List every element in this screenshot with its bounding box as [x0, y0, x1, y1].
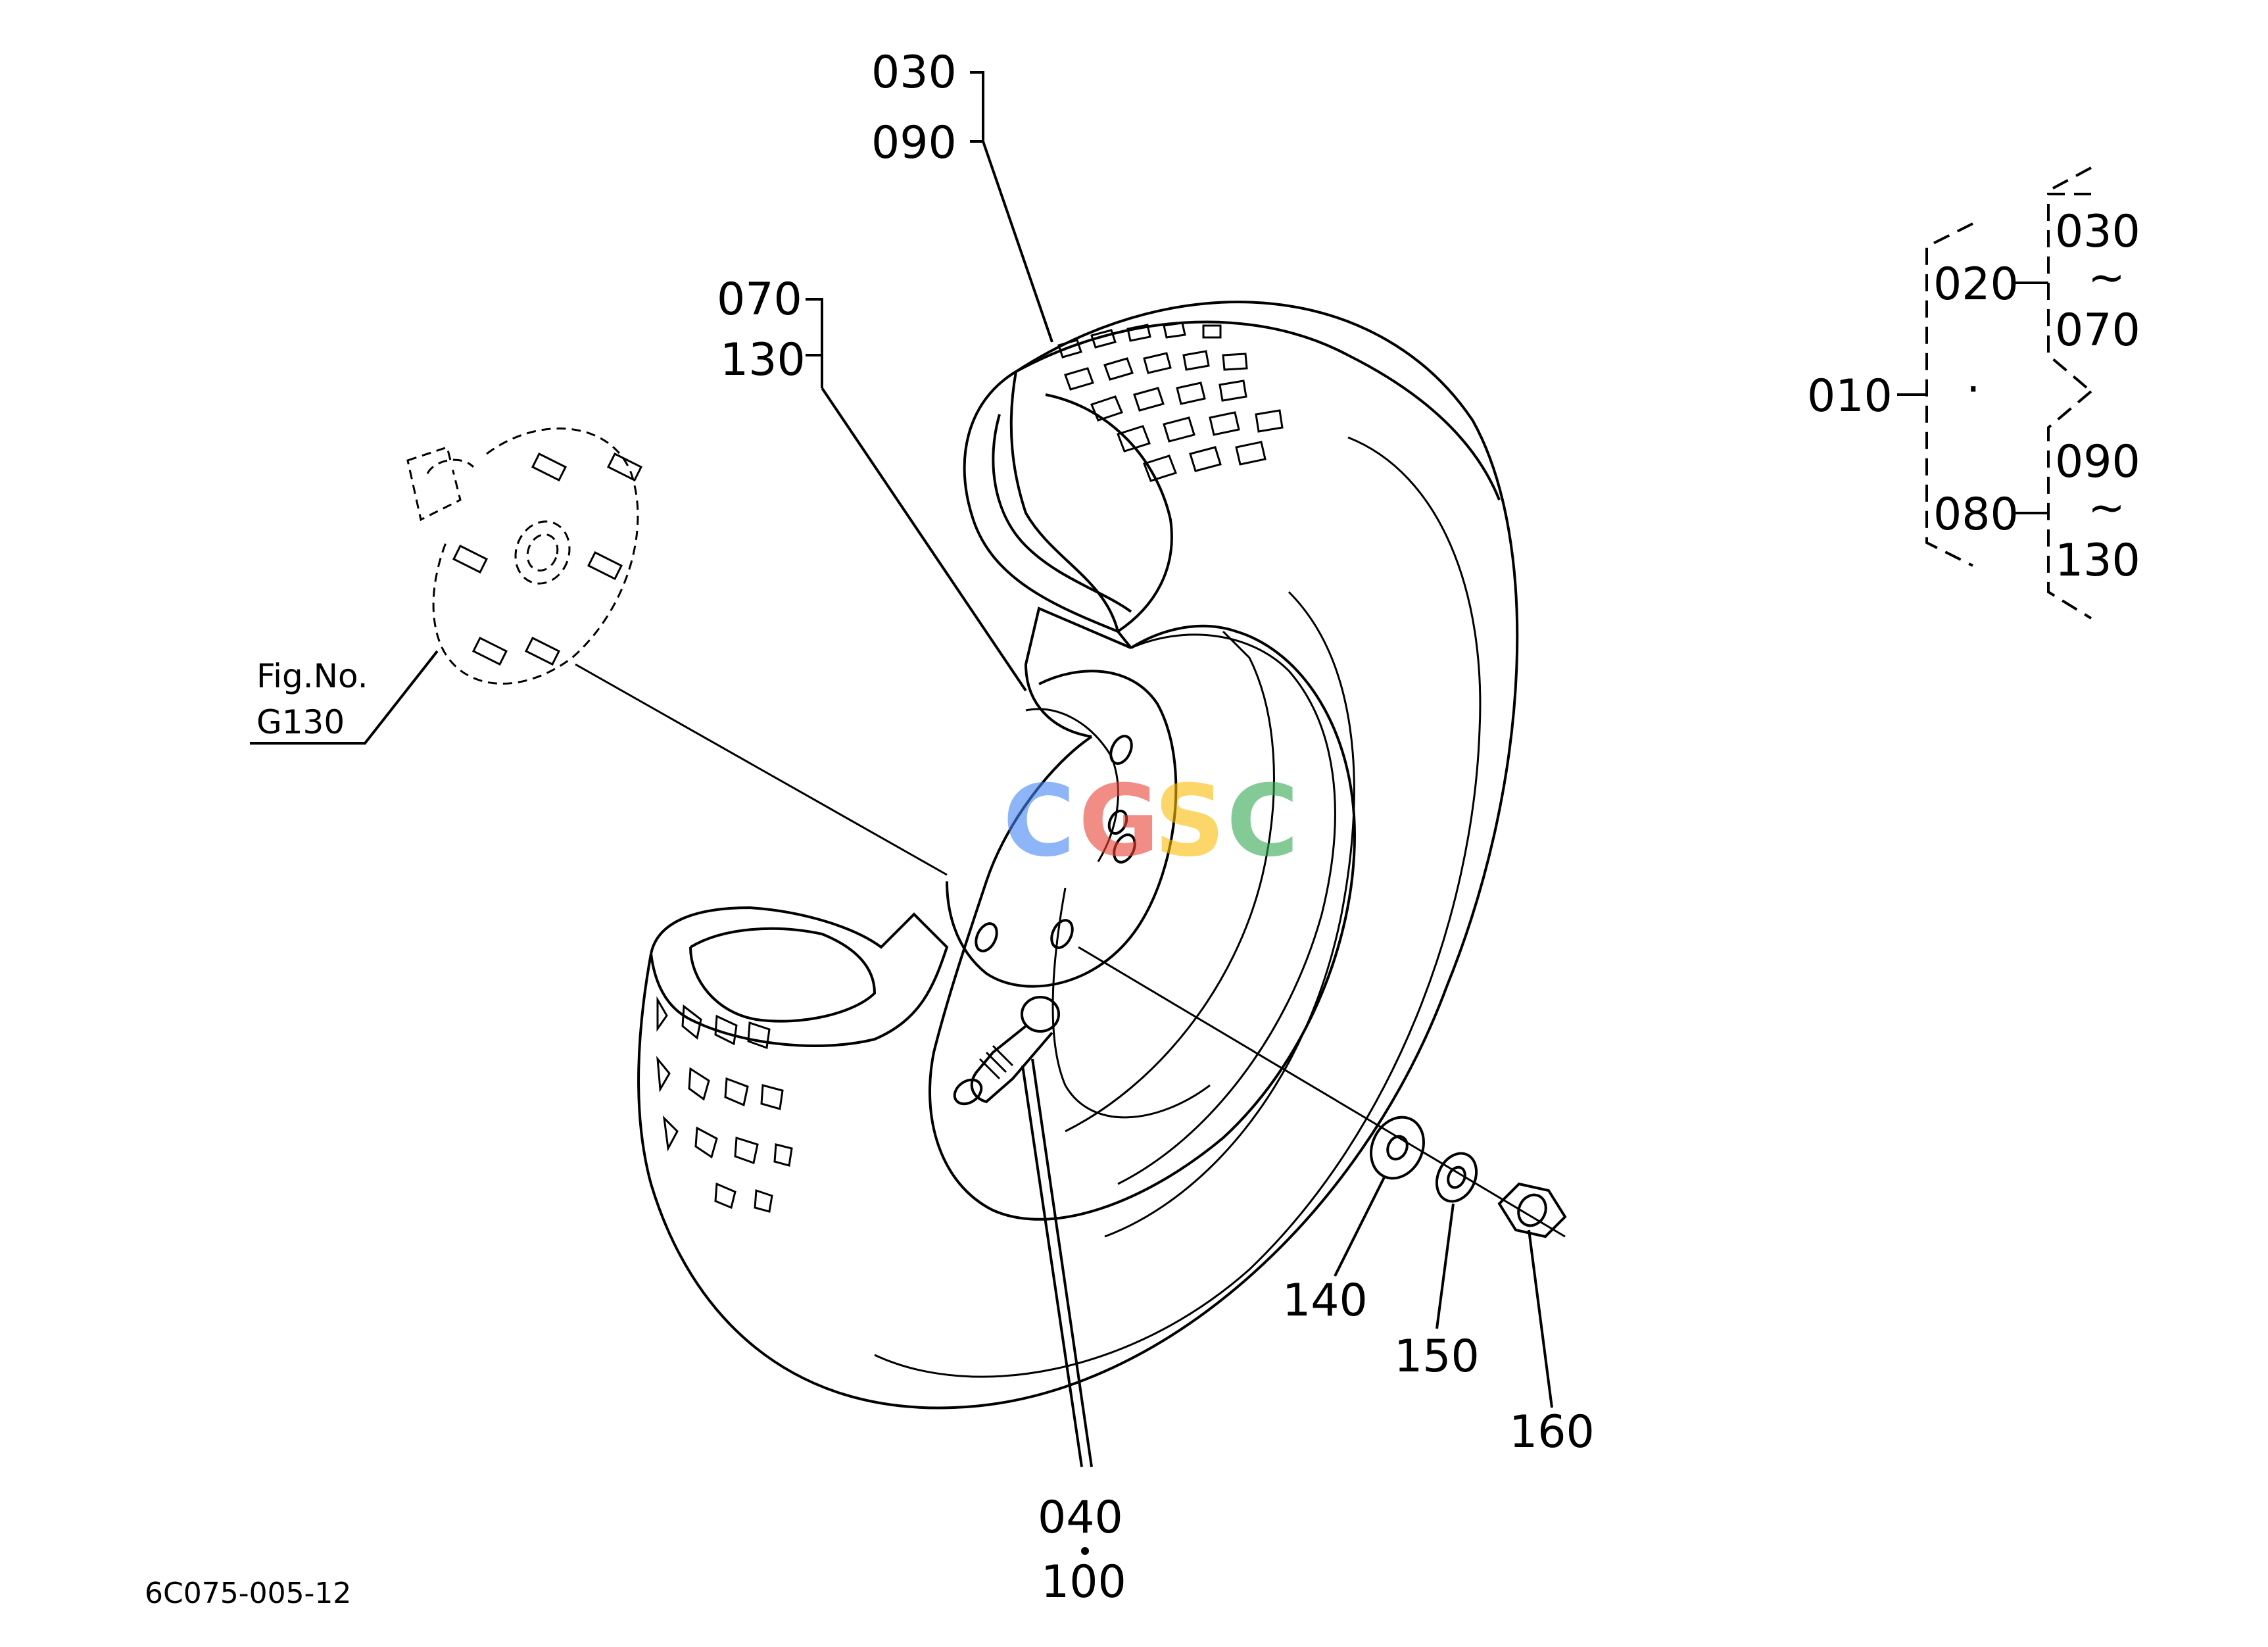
tree-sub-a-from: 030 — [2055, 206, 2140, 258]
assembly-tree — [1897, 166, 2092, 620]
drawing-code: 6C075-005-12 — [145, 1577, 351, 1610]
callout-labels: 030 090 070 130 040 100 140 150 160 — [717, 47, 1595, 1608]
tread-top — [1057, 322, 1284, 482]
fig-ref-line1: Fig.No. — [256, 657, 368, 695]
tree-sub-b-from: 090 — [2055, 436, 2140, 488]
tree-dot: · — [1966, 364, 1981, 416]
callout-090: 090 — [871, 117, 957, 169]
callout-160: 160 — [1509, 1406, 1595, 1458]
tree-root: 010 — [1807, 370, 1893, 422]
rim — [929, 624, 1357, 1221]
callout-100: 100 — [1041, 1556, 1126, 1608]
callout-140: 140 — [1282, 1275, 1368, 1327]
hub-studs — [452, 452, 643, 666]
tread-bottom — [656, 996, 793, 1213]
watermark-letter-4: C — [1226, 764, 1299, 879]
callout-030: 030 — [871, 47, 957, 99]
tree-sub-b-tilde: ~ — [2088, 482, 2125, 534]
figure-reference: Fig.No. G130 — [256, 657, 368, 741]
hub-assembly — [406, 427, 643, 685]
hardware — [575, 663, 1567, 1239]
callout-150: 150 — [1394, 1331, 1480, 1383]
assembly-tree-labels: 010 · 020 030 ~ 070 080 090 ~ 130 — [1807, 206, 2140, 587]
tree-sub-b-to: 130 — [2055, 535, 2140, 587]
callout-040: 040 — [1038, 1492, 1123, 1544]
tree-sub-b: 080 — [1933, 489, 2019, 541]
watermark-letter-3: S — [1154, 764, 1225, 879]
tree-sub-a-tilde: ~ — [2088, 252, 2125, 304]
fig-ref-line2: G130 — [256, 703, 345, 741]
tree-sub-a-to: 070 — [2055, 305, 2140, 356]
callout-070: 070 — [717, 274, 802, 326]
tree-sub-a: 020 — [1933, 258, 2019, 310]
leader-lines — [250, 71, 1553, 1467]
callout-130: 130 — [720, 334, 806, 386]
watermark-letter-2: G — [1078, 764, 1159, 879]
watermark-letter-1: C — [1003, 764, 1075, 879]
tire — [637, 301, 1519, 1410]
callout-040-100-dot — [1081, 1547, 1089, 1555]
watermark-logo: C G S C — [1003, 764, 1299, 879]
valve-stem — [953, 996, 1060, 1106]
